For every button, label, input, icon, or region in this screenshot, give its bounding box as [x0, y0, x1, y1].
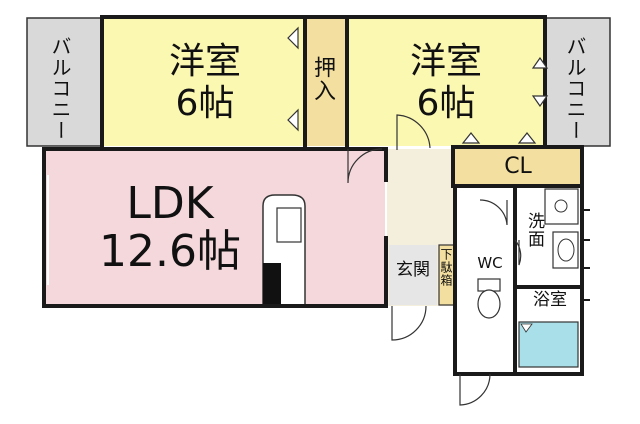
western-room-west-size: 6帖: [175, 83, 235, 124]
oshiire-closet: [305, 17, 347, 146]
toilet-tank: [477, 278, 501, 292]
washroom-label: 洗面: [524, 212, 544, 248]
ldk-size: 12.6帖: [99, 226, 241, 277]
western-room-east: [347, 17, 545, 146]
western-room-east-name: 洋室: [409, 41, 482, 82]
ldk-room: [44, 149, 385, 306]
bath-drain-mark: [520, 323, 533, 333]
windows: [43, 175, 49, 285]
oshiire-label: 押入: [310, 56, 335, 102]
western-room-west: [102, 17, 305, 146]
kitchen-sink: [276, 207, 302, 243]
cl-label: CL: [504, 154, 532, 179]
balcony-left: [26, 17, 103, 147]
genkan-label: 玄関: [396, 260, 430, 280]
shoe-box-label: 下駄箱: [439, 248, 453, 287]
washing-machine-drum: [554, 199, 568, 213]
sliding-door-markers: [287, 26, 549, 144]
toilet-bowl: [477, 289, 501, 319]
cl-closet: [453, 149, 581, 184]
western-room-east-size: 6帖: [416, 83, 476, 124]
wc-label: WC: [477, 254, 503, 272]
entrance-floor: [389, 245, 437, 305]
door-swings: [347, 114, 522, 406]
balcony-right-label: バルコニー: [563, 36, 587, 141]
balcony-left-label: バルコニー: [48, 36, 72, 141]
washing-machine: [544, 188, 579, 225]
refrigerator-space: [263, 263, 281, 306]
exterior-ticks: [582, 209, 590, 301]
balcony-right: [544, 17, 611, 147]
ldk-name: LDK: [126, 178, 214, 229]
bathroom-label: 浴室: [533, 290, 567, 310]
wash-basin-bowl: [557, 238, 575, 262]
western-room-west-name: 洋室: [168, 41, 241, 82]
bath-tub: [518, 321, 579, 368]
